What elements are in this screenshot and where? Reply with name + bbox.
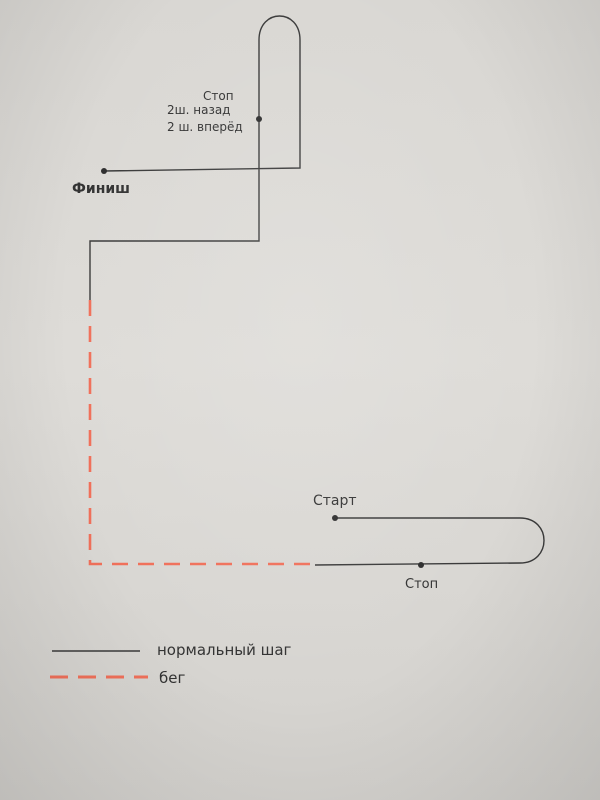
stop-point-bottom	[418, 562, 424, 568]
steps-back-label: 2ш. назад	[167, 103, 230, 117]
path-left-to-finish	[89, 15, 301, 300]
legend-normal-step-label: нормальный шаг	[157, 641, 292, 659]
steps-forward-label: 2 ш. вперёд	[167, 120, 243, 134]
stop-label-bottom: Стоп	[405, 577, 438, 592]
stop-point-top	[256, 116, 262, 122]
stop-label-top: Стоп	[203, 89, 234, 103]
legend-run-label: бег	[159, 669, 185, 687]
start-label: Старт	[313, 493, 357, 509]
start-point	[332, 515, 338, 521]
path-run-segment	[88, 300, 310, 566]
finish-point	[101, 168, 107, 174]
path-start-to-loop	[314, 517, 545, 566]
finish-label: Финиш	[72, 181, 130, 197]
